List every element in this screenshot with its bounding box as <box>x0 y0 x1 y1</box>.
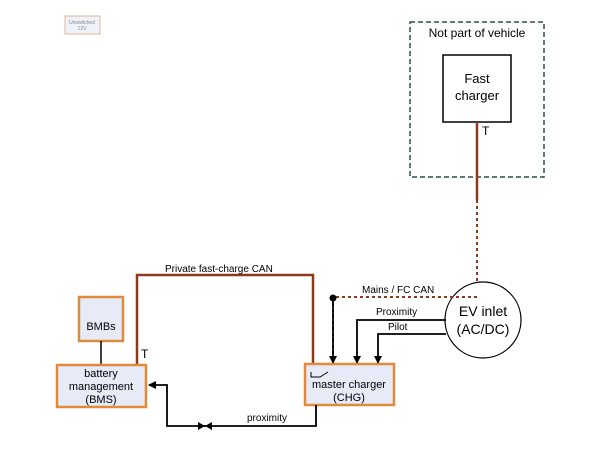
fast-charger-terminator: T <box>482 124 490 138</box>
private-can-line <box>135 273 315 365</box>
mains-fc-can-label: Mains / FC CAN <box>362 285 434 296</box>
fast-charger-line2: charger <box>455 88 500 103</box>
bmbs-label: BMBs <box>86 321 116 333</box>
pilot-label: Pilot <box>388 322 408 333</box>
ev-inlet: EV inlet (AC/DC) <box>444 281 522 359</box>
proximity-inlet-line <box>353 319 446 364</box>
ev-inlet-line1: EV inlet <box>459 303 507 319</box>
connector-icon <box>198 422 212 430</box>
pilot-line <box>374 333 446 364</box>
proximity-bms-line <box>148 381 317 427</box>
bms-line3: (BMS) <box>85 394 116 406</box>
junction-dot <box>329 294 337 302</box>
bms-line1: battery <box>84 368 118 380</box>
bms-terminator: T <box>141 347 149 361</box>
legend-line1: Unswitched <box>69 20 95 26</box>
chg-line2: (CHG) <box>333 392 365 404</box>
master-charger-box: master charger (CHG) <box>303 362 396 407</box>
chg-line1: master charger <box>312 379 386 391</box>
bmbs-box: BMBs <box>77 295 125 343</box>
proximity-bms-label: proximity <box>247 413 287 424</box>
switch-icon <box>310 371 329 378</box>
private-can-label: Private fast-charge CAN <box>165 264 273 275</box>
proximity-inlet-label: Proximity <box>376 307 417 318</box>
fast-charger-box: Fast charger <box>442 54 512 123</box>
legend-line2: 12V <box>78 26 88 32</box>
group-title: Not part of vehicle <box>429 26 526 40</box>
bms-line2: management <box>69 381 133 393</box>
bms-box: battery management (BMS) <box>55 363 148 409</box>
unswitched-12v-box: Unswitched 12V <box>64 15 101 35</box>
fast-charger-line1: Fast <box>464 71 490 86</box>
ev-inlet-line2: (AC/DC) <box>457 321 510 337</box>
